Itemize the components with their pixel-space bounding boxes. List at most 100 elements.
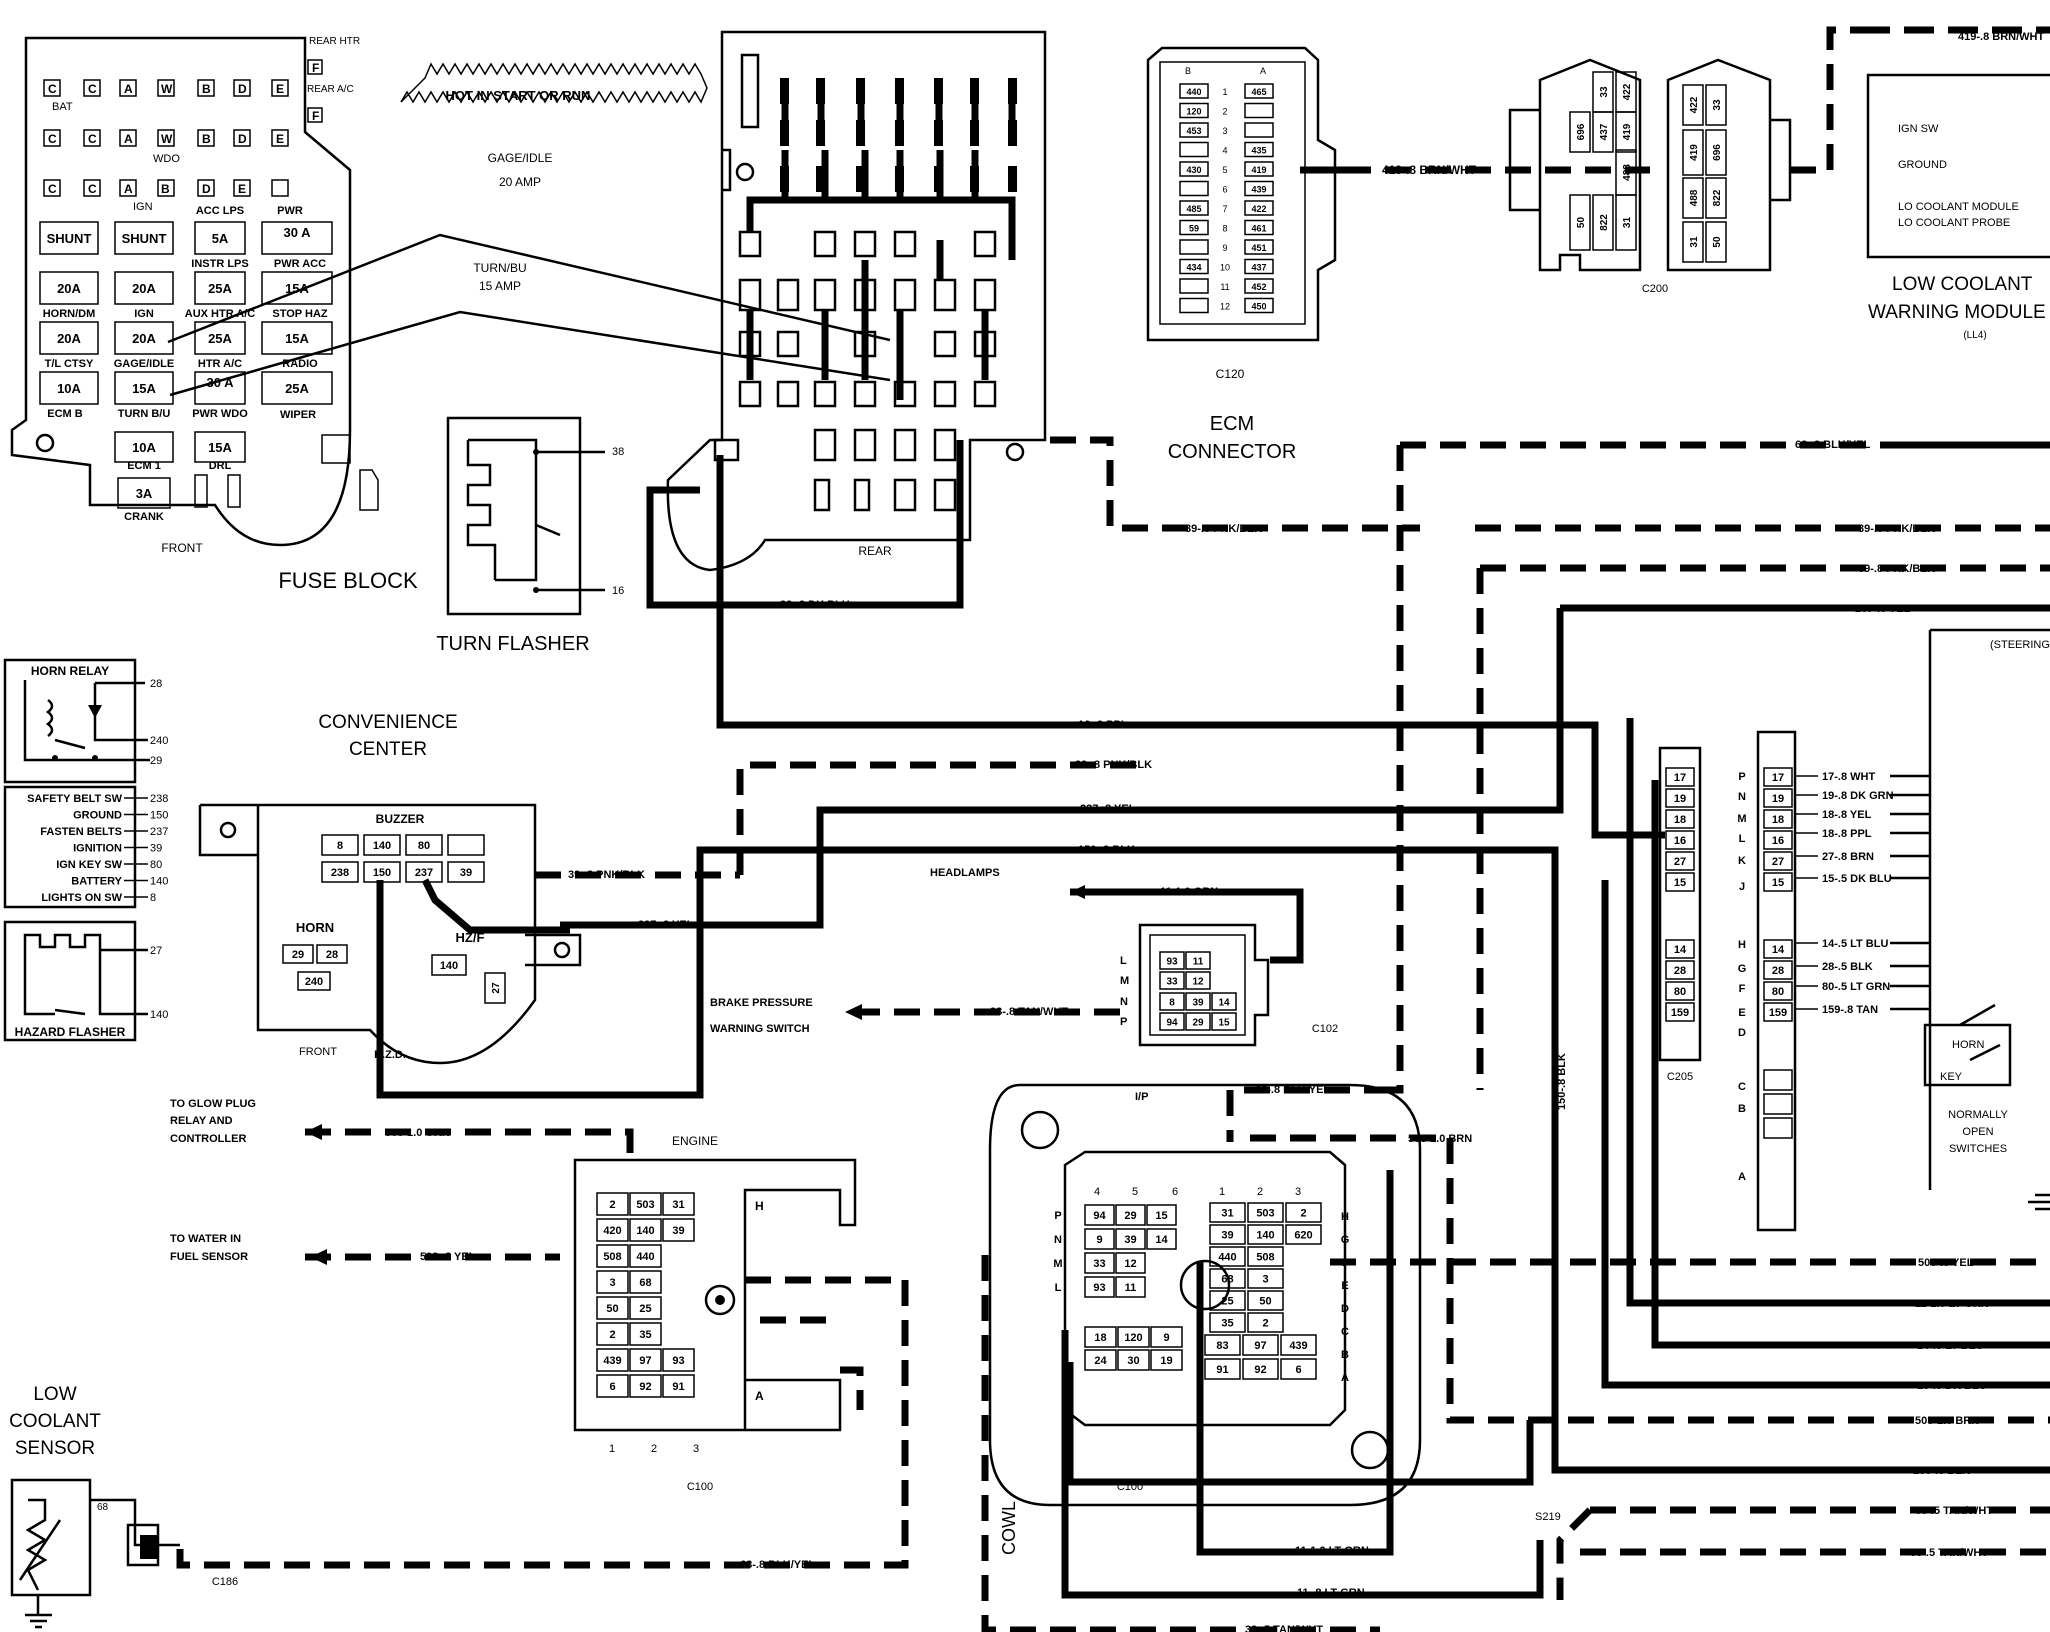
- ip-bl-0-18-box: [1084, 1326, 1117, 1348]
- c120-b-4-box: [1179, 141, 1209, 158]
- wire-33c-label: 33-.5 TAN/WHT: [1245, 1624, 1323, 1632]
- c200-l-50: 50: [1576, 217, 1587, 229]
- glow-2: RELAY AND: [170, 1115, 233, 1127]
- ip-left-1-39: 39: [1124, 1234, 1136, 1246]
- fuse-5-name: HORN/DM: [43, 308, 96, 320]
- c205-letter-E: E: [1738, 1007, 1745, 1019]
- fuse-11-rating: 25A: [208, 331, 232, 346]
- c205-l-80: 80: [1674, 986, 1686, 998]
- key-switch-label: KEY: [1940, 1071, 1963, 1083]
- cc-top-8-box: [321, 834, 359, 856]
- engine-7-91: 91: [672, 1381, 684, 1393]
- c200-l-822-box: [1592, 194, 1614, 251]
- c120-a-4-box: [1244, 141, 1274, 158]
- c205-l-28: 28: [1674, 965, 1686, 977]
- c120-b-1: 440: [1186, 87, 1201, 97]
- wire-33a-label: 33-.5 TAN/WHT: [1915, 1505, 1993, 1517]
- ip-top-num-4: 4: [1094, 1186, 1100, 1198]
- lc-sensor-3: SENSOR: [15, 1438, 95, 1459]
- c200-l-696-box: [1569, 111, 1591, 153]
- flasher-pin-38: 38: [612, 446, 624, 458]
- module-title-1: LOW COOLANT: [1892, 274, 2033, 295]
- engine-3-3: 3: [609, 1277, 615, 1289]
- cc-mid-39: 39: [460, 867, 472, 879]
- c120-a-10: 437: [1251, 263, 1266, 273]
- c200-l-488-box: [1615, 149, 1637, 196]
- ip-bl-0-120: 120: [1124, 1332, 1142, 1344]
- ip-label: I/P: [1135, 1091, 1148, 1103]
- legend-8-label: LIGHTS ON SW: [41, 892, 122, 904]
- cc-top-140: 140: [373, 840, 391, 852]
- cowl-label: COWL: [999, 1501, 1019, 1555]
- ip-letter-r-C: C: [1341, 1326, 1349, 1338]
- ip-letter-P: P: [1054, 1210, 1061, 1222]
- hot-in-start-text: HOT IN START OR RUN: [446, 88, 591, 103]
- c205-letter-N: N: [1738, 791, 1746, 803]
- ip-letter-r-H: H: [1341, 1211, 1349, 1223]
- engine-0-2-box: [596, 1192, 629, 1216]
- ip-left-1-9-box: [1084, 1228, 1115, 1250]
- c205-r-14: 14: [1772, 944, 1785, 956]
- ip-left-2-12-box: [1115, 1252, 1146, 1274]
- ip-letter-r-F: F: [1342, 1257, 1349, 1269]
- svg-text:W: W: [161, 82, 173, 96]
- hot-in-start-banner: HOT IN START OR RUN: [400, 62, 708, 104]
- cc-mid-237: 237: [415, 867, 433, 879]
- fuse-1-rating: SHUNT: [47, 231, 92, 246]
- svg-text:A: A: [124, 82, 133, 96]
- engine-2-508-box: [596, 1244, 629, 1268]
- c102-id: C102: [1312, 1023, 1338, 1035]
- svg-text:D: D: [202, 182, 211, 196]
- wire-68-label: 68-.8 BLK/YEL: [1795, 439, 1870, 451]
- c102-3-29-box: [1185, 1012, 1211, 1031]
- wire-labels: 68-.8 BLK/YEL 39-.8 PNK/BLK 39-.8 PNK/BL…: [385, 439, 1993, 1632]
- steer-wire-4: 27-.8 BRN: [1822, 851, 1874, 863]
- ip-top-num-6: 6: [1172, 1186, 1178, 1198]
- fuse-4-rating: 30 A: [284, 225, 312, 240]
- switches-2: OPEN: [1962, 1126, 1993, 1138]
- cc-horn-28: 28: [326, 949, 338, 961]
- c205-letter-J: J: [1739, 881, 1745, 893]
- legend-80-label: IGN KEY SW: [56, 859, 122, 871]
- fuse-rects: [39, 221, 379, 511]
- fuse-21-name: CRANK: [124, 511, 164, 523]
- engine-3-3-box: [596, 1270, 629, 1294]
- ip-right-0-2: 2: [1300, 1208, 1306, 1220]
- c205-l-159: 159: [1671, 1007, 1689, 1019]
- c120-a-10-box: [1244, 258, 1274, 275]
- ip-letter-r-B: B: [1341, 1349, 1349, 1361]
- c205-letter-G: G: [1738, 963, 1747, 975]
- wire-150v-label: 150-.8 BLK: [1556, 1053, 1568, 1110]
- c120-b-10: 434: [1186, 263, 1201, 273]
- cc-horn-240: 240: [305, 976, 323, 988]
- engine-1-420-box: [596, 1218, 629, 1242]
- wdo-label: WDO: [153, 153, 180, 165]
- engine-1-39: 39: [672, 1225, 684, 1237]
- legend-140-pin: 140: [150, 876, 168, 888]
- ip-right-1-620-box: [1285, 1224, 1322, 1245]
- c102-letter-L: L: [1120, 955, 1127, 967]
- wire-150b-label: 150-.8 BLK: [1913, 1465, 1970, 1477]
- c120-b-12-box: [1179, 297, 1209, 314]
- c205-letter-A: A: [1738, 1171, 1746, 1183]
- c120-a-1: 465: [1251, 87, 1266, 97]
- fuse-9-name: T/L CTSY: [45, 358, 94, 370]
- ecm-title-line2: CONNECTOR: [1168, 441, 1297, 463]
- module-code: (LL4): [1963, 330, 1986, 341]
- ip-left-0-94: 94: [1093, 1210, 1106, 1222]
- fuse-7-name: INSTR LPS: [191, 258, 248, 270]
- c200-l-437: 437: [1599, 123, 1610, 140]
- fuse-13-name: ECM B: [47, 408, 83, 420]
- ip-right-2-440-box: [1209, 1246, 1246, 1267]
- cc-front-label: FRONT: [299, 1046, 337, 1058]
- rear-htr-label: REAR HTR: [309, 36, 360, 47]
- c205-r-14-box: [1763, 939, 1793, 959]
- ip-right-1-39-box: [1209, 1224, 1246, 1245]
- c200-l-488: 488: [1622, 164, 1633, 181]
- ip-bl-0-120-box: [1117, 1326, 1150, 1348]
- engine-6-439: 439: [603, 1355, 621, 1367]
- cc-horn-240-box: [297, 971, 331, 991]
- c120-b-7: 485: [1186, 204, 1201, 214]
- horn-relay-title: HORN RELAY: [31, 664, 109, 678]
